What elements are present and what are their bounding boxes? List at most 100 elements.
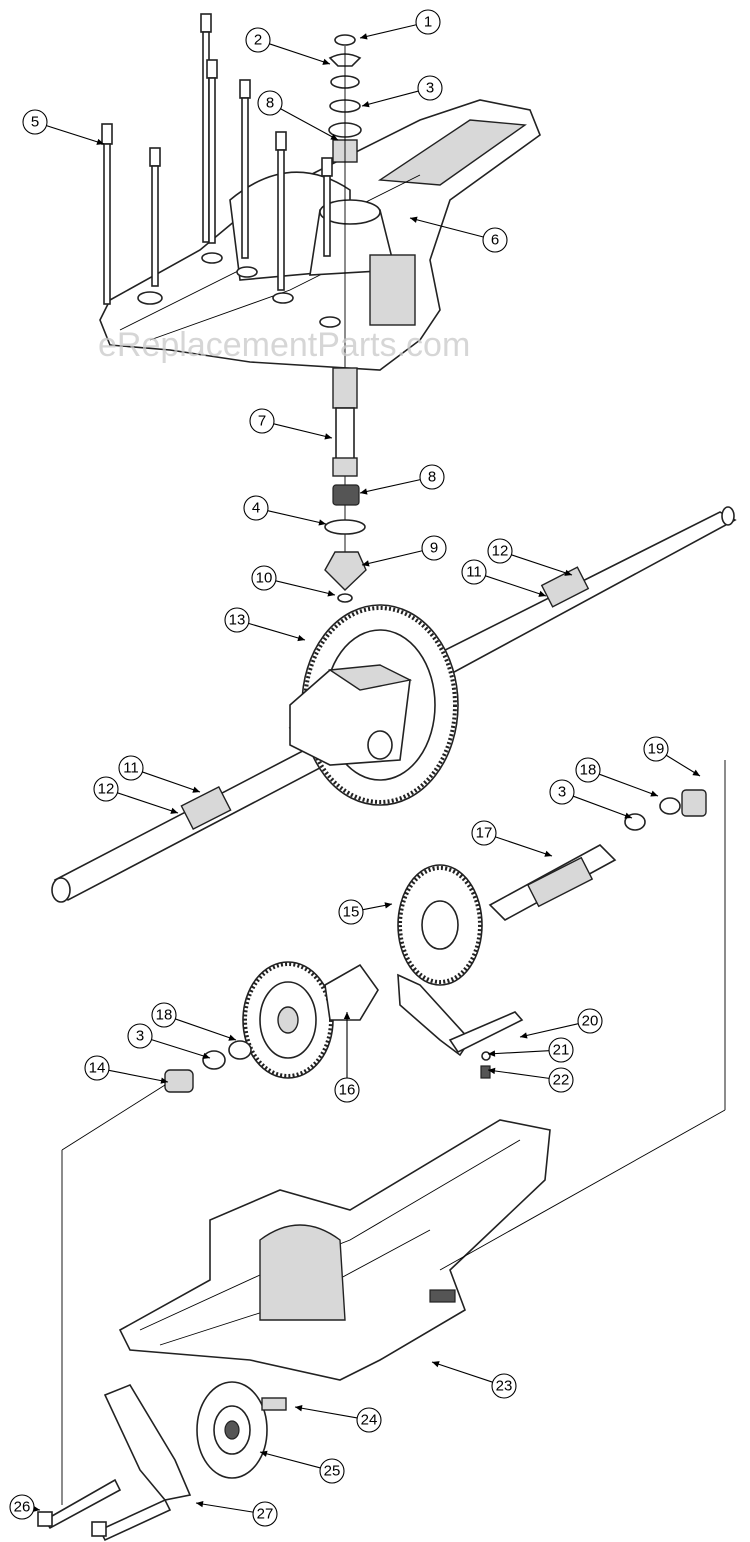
callout-circle	[575, 757, 601, 783]
callout-leader	[195, 1502, 254, 1513]
callout-number: 16	[339, 1082, 356, 1099]
callout-leader	[487, 1069, 550, 1079]
callout-6: 6	[409, 216, 508, 253]
callout-circle	[421, 535, 447, 561]
callout-arrowhead	[324, 433, 332, 440]
callout-arrowhead	[260, 1450, 268, 1457]
lower-housing	[118, 1119, 551, 1381]
callout-circle	[245, 27, 271, 53]
callout-number: 2	[254, 32, 262, 49]
callout-arrowhead	[160, 1077, 168, 1084]
callout-circle	[151, 1002, 177, 1028]
callout-number: 12	[492, 543, 509, 560]
callout-number: 7	[258, 413, 266, 430]
callout-18: 18	[151, 1002, 237, 1041]
callout-arrowhead	[360, 488, 368, 495]
callout-number: 23	[496, 1378, 513, 1395]
callout-leader	[431, 1361, 493, 1383]
callout-24: 24	[294, 1405, 382, 1433]
callout-3: 3	[549, 779, 633, 819]
callout-arrowhead	[692, 769, 700, 776]
callout-number: 18	[580, 762, 597, 779]
callout-21: 21	[487, 1037, 574, 1063]
watermark-text: eReplacementParts.com	[98, 326, 470, 364]
callout-arrowhead	[362, 560, 370, 567]
callout-number: 17	[476, 825, 493, 842]
callout-leader	[175, 1018, 237, 1041]
callout-leader	[142, 771, 201, 793]
callout-circle	[491, 1373, 517, 1399]
callout-circle	[224, 607, 250, 633]
callout-circle	[93, 776, 119, 802]
callout-leader	[359, 479, 421, 494]
differential	[289, 604, 459, 806]
callout-arrowhead	[96, 138, 104, 145]
callout-number: 4	[252, 500, 260, 517]
callout-3: 3	[361, 75, 443, 108]
callout-5: 5	[22, 109, 105, 145]
callout-number: 6	[491, 232, 499, 249]
callout-arrowhead	[650, 790, 658, 797]
callout-leader	[519, 1023, 579, 1038]
callout-arrowhead	[410, 216, 418, 223]
callout-7: 7	[249, 408, 333, 440]
callout-arrowhead	[343, 1012, 351, 1019]
callout-number: 3	[426, 80, 434, 97]
callout-12: 12	[93, 776, 179, 814]
callout-circle	[461, 559, 487, 585]
callout-circle	[549, 779, 575, 805]
callout-circle	[548, 1037, 574, 1063]
callout-13: 13	[224, 607, 306, 642]
callout-arrowhead	[327, 590, 335, 597]
pulley-and-brake	[37, 1381, 287, 1542]
callout-leader	[495, 836, 553, 857]
callout-circle	[319, 1458, 345, 1484]
callout-leader	[294, 1406, 358, 1419]
callout-number: 12	[98, 781, 115, 798]
callout-number: 11	[123, 760, 139, 777]
upper-housing	[99, 99, 541, 371]
callout-circle	[84, 1055, 110, 1081]
callout-circle	[127, 1023, 153, 1049]
callout-arrowhead	[330, 133, 338, 140]
callout-arrowhead	[624, 812, 632, 819]
callout-leader	[409, 217, 484, 238]
callout-circle	[643, 736, 669, 762]
callout-arrowhead	[318, 519, 326, 526]
callout-number: 21	[553, 1042, 570, 1059]
callout-leader	[599, 773, 659, 797]
callout-18: 18	[575, 757, 659, 797]
callout-arrowhead	[170, 807, 178, 814]
callout-leader	[511, 554, 573, 576]
callout-leader	[273, 423, 333, 439]
callout-circle	[252, 1501, 278, 1527]
callout-circle	[471, 820, 497, 846]
callout-arrowhead	[564, 569, 572, 576]
callout-arrowhead	[432, 1361, 440, 1368]
callout-leader	[269, 43, 331, 65]
callout-16: 16	[334, 1012, 360, 1103]
housing-bolts	[101, 13, 333, 305]
callout-circle	[415, 9, 441, 35]
top-shaft-stack	[328, 34, 362, 590]
callout-number: 11	[466, 564, 482, 581]
callout-arrowhead	[538, 590, 546, 597]
callout-25: 25	[259, 1450, 345, 1484]
callout-23: 23	[431, 1361, 517, 1399]
callout-number: 26	[14, 1499, 31, 1516]
callout-number: 20	[582, 1013, 599, 1030]
callout-number: 14	[89, 1060, 106, 1077]
countershaft-gears	[164, 789, 707, 1093]
callout-11: 11	[118, 755, 201, 793]
callout-number: 27	[257, 1506, 274, 1523]
callout-circle	[482, 227, 508, 253]
callout-leader	[248, 622, 306, 641]
callout-leader	[361, 90, 419, 107]
callout-number: 3	[136, 1028, 144, 1045]
callout-22: 22	[487, 1067, 574, 1093]
callout-number: 10	[256, 570, 273, 587]
callout-number: 13	[229, 612, 246, 629]
callout-arrowhead	[488, 1050, 496, 1057]
callout-leader	[267, 510, 327, 525]
callout-2: 2	[245, 27, 331, 65]
